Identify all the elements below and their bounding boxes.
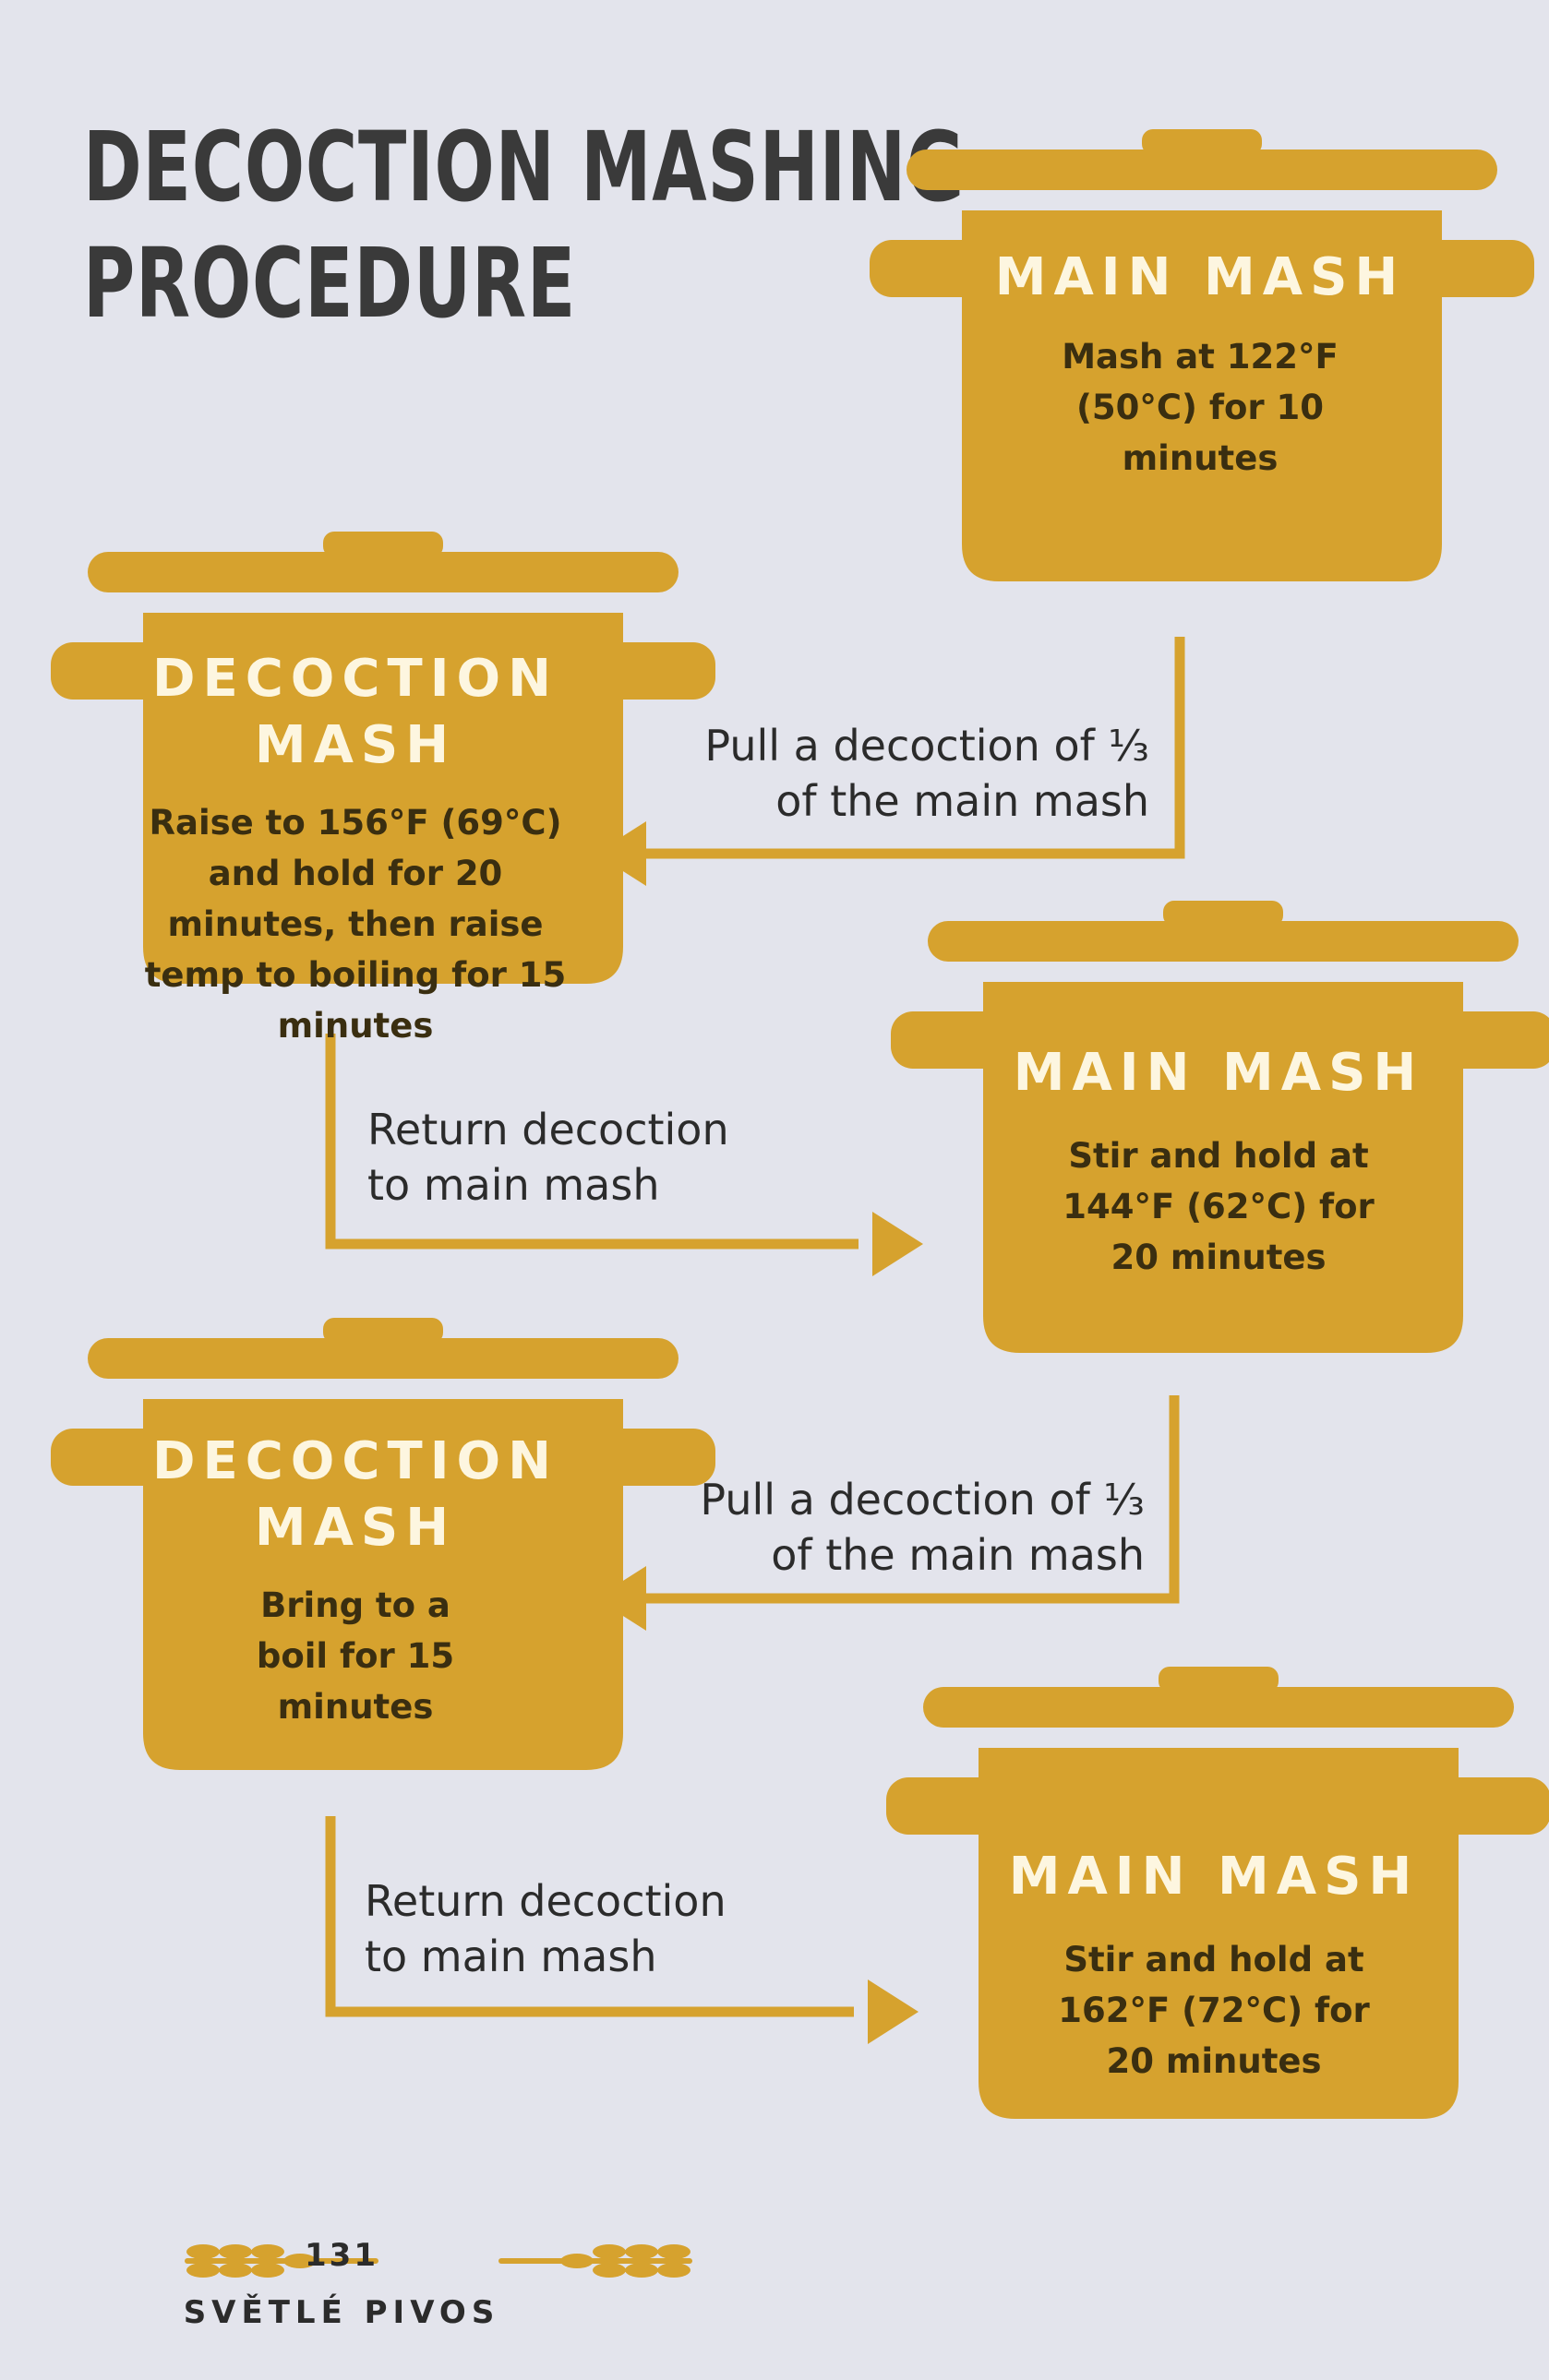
step-5-text: Stir and hold at 162°F (72°C) for 20 min… — [1058, 1940, 1370, 2081]
arrowhead-left-icon — [595, 1566, 646, 1631]
title-line-2: Procedure — [83, 227, 577, 340]
step-5-heading: Main Mash — [1008, 1847, 1420, 1907]
step-4-heading: Decoction Mash — [151, 1431, 559, 1558]
connector-1 — [637, 637, 1185, 859]
wheat-ornament-right-icon — [498, 2244, 692, 2278]
transition-2-label: Return decoction to main mash — [367, 1105, 729, 1210]
step-4-text: Bring to a boil for 15 minutes — [256, 1585, 455, 1727]
step-4: Decoction Mash Bring to a boil for 15 mi… — [138, 1429, 572, 1732]
arrowhead-right-icon — [872, 1212, 923, 1276]
wheat-ornament-left-icon — [185, 2244, 378, 2278]
page-number: 131 — [305, 2237, 378, 2274]
connector-2 — [325, 1034, 859, 1250]
step-3: Main Mash Stir and hold at 144°F (62°C) … — [997, 1040, 1440, 1283]
transition-1-label: Pull a decoction of ⅓ of the main mash — [704, 721, 1149, 826]
step-5: Main Mash Stir and hold at 162°F (72°C) … — [992, 1844, 1435, 2087]
step-3-heading: Main Mash — [1013, 1043, 1424, 1103]
step-2-heading: Decoction Mash — [151, 649, 559, 775]
step-1-heading: Main Mash — [994, 247, 1406, 307]
arrowhead-left-icon — [595, 821, 646, 886]
step-1: Main Mash Mash at 122°F (50°C) for 10 mi… — [979, 245, 1422, 484]
step-2: Decoction Mash Raise to 156°F (69°C) and… — [138, 646, 572, 1051]
transition-3-label: Pull a decoction of ⅓ of the main mash — [700, 1475, 1145, 1580]
step-1-text: Mash at 122°F (50°C) for 10 minutes — [1062, 337, 1339, 478]
page-title: Decoction Mashing Procedure — [83, 109, 966, 341]
step-2-text: Raise to 156°F (69°C) and hold for 20 mi… — [144, 803, 567, 1046]
connector-4 — [325, 1816, 854, 2017]
transition-4-label: Return decoction to main mash — [365, 1876, 726, 1981]
connector-3 — [637, 1395, 1180, 1604]
step-3-text: Stir and hold at 144°F (62°C) for 20 min… — [1063, 1136, 1375, 1277]
arrowhead-right-icon — [868, 1979, 919, 2044]
section-title: SVĚTLÉ PIVOS — [183, 2294, 500, 2331]
title-line-1: Decoction Mashing — [83, 111, 966, 223]
